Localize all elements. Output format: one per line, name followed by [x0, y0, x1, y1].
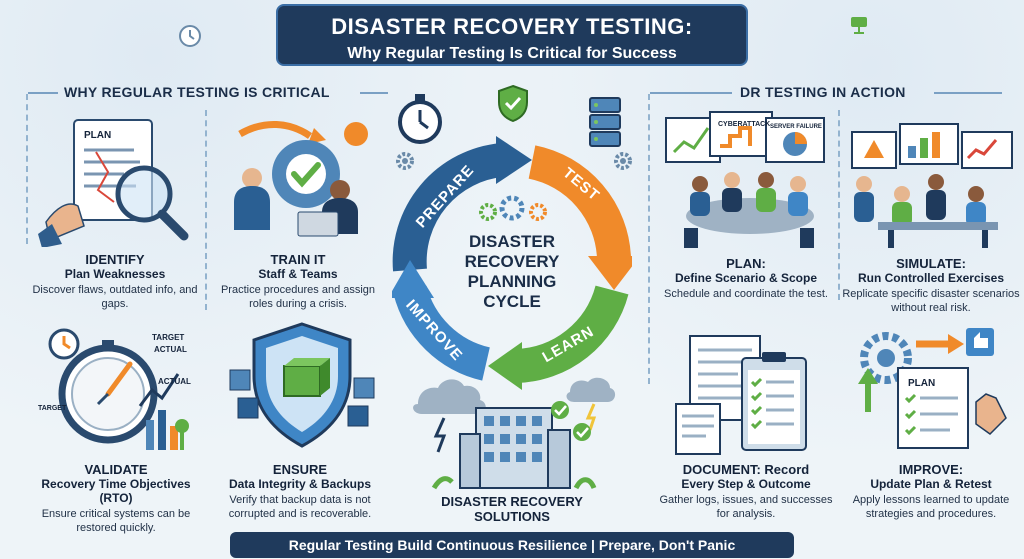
- card-plan: PLAN: Define Scenario & Scope Schedule a…: [656, 256, 836, 301]
- gear-icon: [396, 152, 414, 170]
- card-document: DOCUMENT: Record Every Step & Outcome Ga…: [656, 462, 836, 521]
- card-ensure: ENSURE Data Integrity & Backups Verify t…: [212, 462, 388, 521]
- cycle-title-line-1: DISASTER: [469, 232, 555, 251]
- card-plan-desc: Schedule and coordinate the test.: [664, 288, 828, 300]
- card-identify-desc: Discover flaws, outdated info, and gaps.: [32, 284, 198, 310]
- card-train: TRAIN IT Staff & Teams Practice procedur…: [212, 252, 384, 311]
- card-simulate-heading: SIMULATE:: [896, 256, 966, 271]
- page-title: DISASTER RECOVERY TESTING:: [331, 14, 693, 39]
- left-section-title: WHY REGULAR TESTING IS CRITICAL: [64, 84, 330, 100]
- network-icon: [851, 17, 867, 34]
- improve-plan-doc-label: PLAN: [908, 378, 935, 389]
- header-banner: DISASTER RECOVERY TESTING: Why Regular T…: [276, 4, 748, 66]
- card-simulate-desc: Replicate specific disaster scenarios wi…: [842, 288, 1020, 314]
- plan-doc-label: PLAN: [84, 130, 111, 141]
- card-improve-heading: IMPROVE:: [898, 462, 964, 477]
- screen-server-failure-label: SERVER FAILURE: [770, 124, 822, 130]
- training-illustration: [234, 120, 368, 237]
- planning-cycle-diagram: [392, 136, 632, 390]
- card-improve-subheading: Update Plan & Retest: [870, 477, 992, 491]
- gear-icon-right: [614, 152, 632, 170]
- stopwatch-icon: [398, 94, 442, 144]
- card-identify-subheading: Plan Weaknesses: [64, 267, 166, 281]
- simulation-illustration: [851, 123, 1013, 248]
- card-train-heading: TRAIN IT: [270, 252, 326, 267]
- right-title-line-right: [934, 92, 1002, 94]
- shield-backup-illustration: [229, 322, 375, 448]
- card-validate-heading: VALIDATE: [84, 462, 148, 477]
- stopwatch-rto-illustration: TARGET ACTUAL ACTUAL TARGET: [38, 328, 191, 450]
- actual-mid-label: ACTUAL: [158, 377, 191, 386]
- right-dash-2: [838, 110, 840, 300]
- footer-banner: Regular Testing Build Continuous Resilie…: [230, 532, 794, 558]
- right-section-title: DR TESTING IN ACTION: [740, 84, 906, 100]
- actual-top-label: ACTUAL: [154, 345, 187, 354]
- improve-plan-illustration: PLAN: [858, 328, 1007, 449]
- card-ensure-heading: ENSURE: [272, 462, 328, 477]
- solutions-line-1: DISASTER RECOVERY: [441, 494, 583, 509]
- card-document-heading: DOCUMENT: Record: [682, 462, 810, 477]
- right-dash-1: [648, 94, 650, 384]
- cycle-title-line-2: RECOVERY: [464, 252, 560, 271]
- card-plan-subheading: Define Scenario & Scope: [674, 271, 818, 285]
- solutions-line-2: SOLUTIONS: [474, 509, 550, 524]
- card-ensure-desc: Verify that backup data is not corrupted…: [228, 494, 372, 520]
- card-improve-desc: Apply lessons learned to update strategi…: [852, 494, 1010, 520]
- left-dash-2: [205, 110, 207, 310]
- left-title-line: [28, 92, 58, 94]
- card-ensure-subheading: Data Integrity & Backups: [228, 477, 372, 491]
- cycle-title-line-4: CYCLE: [483, 292, 541, 311]
- target-low-label: TARGET: [38, 405, 67, 412]
- cycle-title: DISASTER RECOVERY PLANNING CYCLE: [430, 232, 594, 312]
- card-simulate: SIMULATE: Run Controlled Exercises Repli…: [842, 256, 1020, 315]
- building-storm-illustration: [413, 377, 616, 490]
- target-top-label: TARGET: [152, 333, 184, 342]
- server-stack-icon: [589, 97, 621, 147]
- card-train-subheading: Staff & Teams: [258, 267, 338, 281]
- card-validate: VALIDATE Recovery Time Objectives (RTO) …: [26, 462, 206, 535]
- card-document-desc: Gather logs, issues, and successes for a…: [659, 494, 833, 520]
- card-validate-subheading: Recovery Time Objectives (RTO): [41, 477, 191, 505]
- card-plan-heading: PLAN:: [726, 256, 766, 271]
- cycle-title-line-3: PLANNING: [467, 272, 557, 291]
- card-identify: IDENTIFY Plan Weaknesses Discover flaws,…: [30, 252, 200, 311]
- left-title-line-right: [360, 92, 388, 94]
- clock-icon: [179, 25, 201, 47]
- solutions-label: DISASTER RECOVERY SOLUTIONS: [420, 494, 604, 524]
- card-train-desc: Practice procedures and assign roles dur…: [220, 284, 376, 310]
- card-document-subheading: Every Step & Outcome: [681, 477, 811, 491]
- screen-cyberattack-label: CYBERATTACK: [718, 121, 770, 128]
- left-dash-1: [26, 94, 28, 244]
- page-subtitle: Why Regular Testing Is Critical for Succ…: [347, 45, 677, 62]
- documentation-illustration: [675, 335, 807, 455]
- shield-check-icon: [498, 84, 528, 122]
- card-identify-heading: IDENTIFY: [85, 252, 145, 267]
- right-title-line: [650, 92, 732, 94]
- card-validate-desc: Ensure critical systems can be restored …: [41, 508, 191, 534]
- plan-magnifier-illustration: PLAN: [38, 119, 189, 247]
- card-simulate-subheading: Run Controlled Exercises: [857, 271, 1005, 285]
- planning-meeting-illustration: CYBERATTACK SERVER FAILURE: [665, 111, 825, 248]
- card-improve: IMPROVE: Update Plan & Retest Apply less…: [842, 462, 1020, 521]
